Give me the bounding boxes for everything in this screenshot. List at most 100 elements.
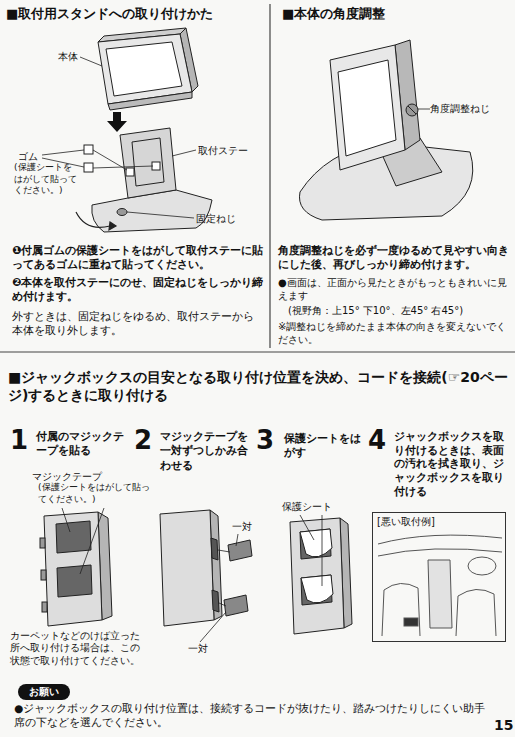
jack-box	[300, 529, 331, 559]
jack-box	[300, 529, 332, 557]
mount-arrow	[107, 112, 127, 132]
part-note: (保護シートをはがして貼ってください。)	[14, 162, 80, 197]
part-note: (保護シートをはがして貼ってください。)	[38, 482, 150, 505]
rubber-pad	[84, 145, 93, 172]
car-interior	[382, 583, 420, 636]
car-interior	[378, 535, 502, 636]
note-text: カーペットなどのけば立った所へ取り付ける場合は、この状態で取り付けてください。	[10, 630, 140, 667]
part-name: 保護シート	[282, 500, 332, 513]
step-number: 1	[10, 424, 28, 458]
mount-arrow	[107, 112, 127, 132]
pair-bracket	[236, 534, 238, 546]
car-interior	[468, 557, 496, 575]
mount-stay	[152, 162, 160, 170]
rubber-pad	[84, 163, 93, 172]
mount-stay	[117, 209, 127, 216]
section-divider	[0, 4, 515, 352]
leader-line	[300, 515, 322, 586]
mount-stay	[92, 128, 212, 232]
step-text: 角度調整ねじを必ず一度ゆるめて見やすい向きにした後、再びしっかり締め付けます。	[278, 244, 510, 273]
car-interior	[378, 535, 502, 544]
jack-box	[42, 602, 47, 612]
note-text: ※調整ねじを締めたまま本体の向きを変えないでください。	[278, 320, 510, 346]
step-number: 3	[256, 424, 274, 458]
note-text: 外すときは、固定ねじをゆるめ、取付ステーから本体を取り外します。	[12, 310, 264, 339]
jack-box	[56, 521, 91, 553]
section-heading: ■取付用スタンドへの取り付けかた	[6, 6, 268, 23]
jack-box	[290, 518, 344, 634]
part-name: 取付ステー	[198, 144, 248, 157]
section-heading: ■本体の角度調整	[282, 6, 385, 23]
jack-box	[212, 590, 219, 612]
jack-box	[40, 512, 112, 626]
leader-line	[80, 57, 102, 66]
note-text: (視野角：上15° 下10°、左45° 右45°)	[288, 304, 463, 317]
part-name: マジックテープ	[32, 470, 102, 483]
car-interior	[378, 549, 502, 556]
pair-bracket	[200, 534, 238, 642]
pair-bracket	[218, 550, 230, 552]
jack-box	[160, 510, 214, 626]
part-name: ゴム	[18, 150, 38, 163]
car-interior	[428, 560, 452, 628]
unit-body	[98, 34, 192, 104]
step-text: ❷本体を取付ステーにのせ、固定ねじをしっかり締め付けます。	[12, 276, 264, 305]
rotate-arrow	[76, 212, 116, 230]
node-text: [悪い取付例]	[373, 513, 505, 531]
angle-stand	[330, 45, 405, 170]
node-text: お願い	[18, 684, 70, 700]
jack-box	[41, 570, 46, 580]
leader-line	[127, 212, 194, 218]
notice-badge: お願い	[18, 684, 70, 700]
jack-box	[301, 575, 332, 605]
unit-body	[106, 42, 182, 96]
jack-box	[301, 575, 333, 603]
step-text: ジャックボックスを取り付けるときは、表面の汚れを拭き取り、ジャックボックスを取り…	[394, 430, 508, 498]
jack-box	[40, 538, 45, 548]
section-heading: ■ジャックボックスの目安となる取り付け位置を決め、コードを接続(☞20ページ)す…	[8, 368, 508, 404]
leader-line	[418, 109, 430, 110]
step-number: 4	[368, 424, 386, 458]
unit-body	[108, 92, 192, 110]
jack-box	[44, 512, 102, 626]
step-text: マジックテープを一対ずつしかみ合わせる	[160, 430, 250, 473]
part-name: 一対	[232, 520, 252, 533]
part-name: 本体	[58, 50, 78, 63]
jack-box	[160, 510, 252, 626]
angle-stand	[408, 106, 416, 114]
note-text: ●ジャックボックスの取り付け位置は、接続するコードが抜けたり、踏みつけたりしにく…	[14, 702, 492, 729]
car-interior	[404, 618, 418, 626]
leader-line	[418, 109, 430, 110]
pair-bracket	[219, 603, 226, 606]
part-name: 角度調整ねじ	[430, 102, 490, 115]
leader-line	[62, 508, 104, 574]
rotate-arrow	[109, 222, 116, 230]
mount-stay	[92, 190, 212, 232]
rubber-pad	[84, 145, 93, 154]
mount-stay	[126, 168, 134, 176]
rotate-arrow	[76, 212, 110, 227]
angle-stand	[338, 60, 396, 156]
car-interior	[456, 589, 496, 636]
leader-line	[42, 57, 196, 218]
jack-box	[228, 540, 252, 561]
leader-line	[300, 515, 314, 540]
part-name: 一対	[188, 642, 208, 655]
section-divider	[0, 351, 515, 352]
page-number: 15	[494, 716, 513, 734]
step-number: 2	[134, 424, 152, 458]
jack-box	[211, 538, 218, 560]
leader-line	[172, 150, 196, 156]
mount-stay	[132, 138, 164, 186]
section-divider	[269, 4, 270, 348]
leader-line	[62, 508, 70, 532]
leader-line	[322, 515, 323, 586]
jack-box	[57, 565, 92, 597]
note-text: ●画面は、正面から見たときがもっともきれいに見えます	[278, 276, 510, 302]
jack-box	[290, 518, 352, 634]
step-text: 保護シートをはがす	[284, 432, 370, 461]
angle-stand	[299, 40, 472, 220]
step-text: ❶付属ゴムの保護シートをはがして取付ステーに貼ってあるゴムに重ねて貼ってください…	[12, 244, 264, 273]
step-text: 付属のマジックテープを貼る	[36, 430, 128, 459]
leader-line	[93, 166, 153, 168]
